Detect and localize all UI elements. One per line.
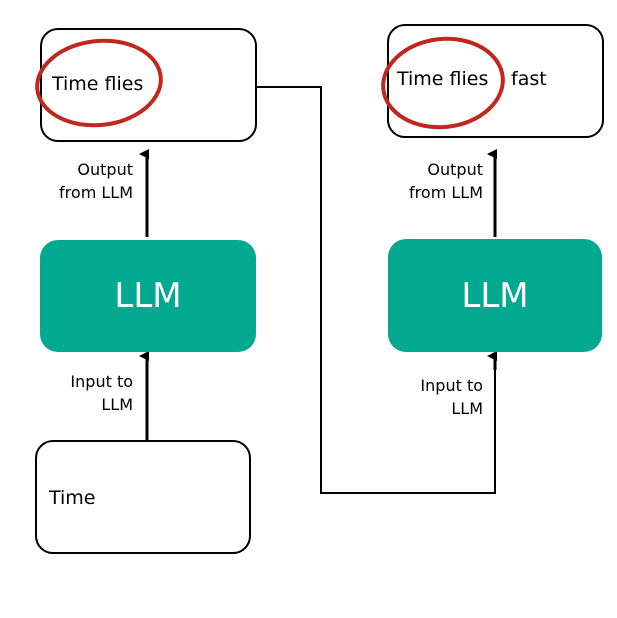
left-llm-block: LLM [40, 240, 256, 352]
left-input-label-line1: Input to [70, 372, 133, 391]
right-highlight-circle [381, 36, 505, 130]
left-llm-label: LLM [114, 276, 182, 316]
right-output-label-line2: from LLM [409, 183, 483, 202]
right-output-text-circled: Time flies [397, 68, 489, 90]
right-output-text-new: fast [511, 68, 547, 90]
left-input-box [35, 440, 251, 554]
left-output-text: Time flies [52, 73, 144, 95]
right-llm-label: LLM [461, 275, 529, 316]
left-highlight-circle [35, 38, 163, 128]
left-output-label-line1: Output [77, 160, 133, 179]
left-output-label: Output from LLM [59, 158, 133, 204]
left-input-text: Time [49, 487, 96, 509]
right-output-label: Output from LLM [409, 158, 483, 204]
right-output-label-line1: Output [427, 160, 483, 179]
left-input-label: Input to LLM [70, 370, 133, 416]
right-input-label-line2: LLM [451, 399, 483, 418]
feedback-path [257, 86, 496, 494]
right-input-label: Input to LLM [420, 374, 483, 420]
right-llm-block: LLM [388, 239, 602, 352]
right-input-label-line1: Input to [420, 376, 483, 395]
left-output-label-line2: from LLM [59, 183, 133, 202]
left-input-label-line2: LLM [101, 395, 133, 414]
